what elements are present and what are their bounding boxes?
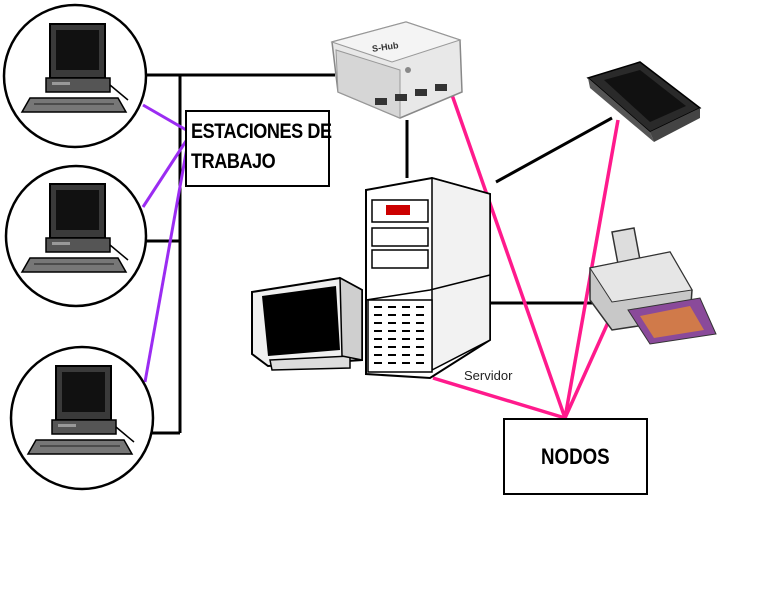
wire-pink-printer bbox=[563, 317, 612, 419]
computer-icon bbox=[20, 183, 129, 273]
hub-icon bbox=[330, 21, 463, 119]
workstations-label-box: ESTACIONES DE TRABAJO bbox=[185, 110, 332, 187]
server-label: Servidor bbox=[464, 368, 513, 383]
wire-purple-3 bbox=[143, 141, 190, 383]
printer-icon bbox=[589, 227, 717, 345]
server-icon bbox=[365, 176, 491, 380]
pink-wires bbox=[432, 91, 620, 420]
scanner-icon bbox=[586, 61, 702, 142]
computer-icon bbox=[20, 23, 129, 113]
workstation-1 bbox=[2, 3, 148, 149]
workstations-label-line-1: ESTACIONES DE bbox=[191, 120, 332, 143]
wire-purple-2 bbox=[141, 137, 190, 208]
nodes-label-box: NODOS bbox=[503, 418, 648, 495]
purple-wires bbox=[141, 103, 190, 383]
wire-scanner bbox=[495, 116, 613, 184]
nodes-label: NODOS bbox=[541, 443, 610, 469]
monitor-icon bbox=[251, 276, 363, 371]
black-wires bbox=[146, 73, 613, 435]
wire-pink-hub bbox=[449, 91, 567, 419]
workstations-label-line-2: TRABAJO bbox=[191, 150, 276, 173]
computer-icon bbox=[26, 365, 135, 455]
workstation-2 bbox=[4, 164, 148, 308]
wire-purple-1 bbox=[142, 103, 189, 133]
workstation-3 bbox=[9, 345, 155, 491]
wire-pink-server bbox=[432, 376, 566, 420]
